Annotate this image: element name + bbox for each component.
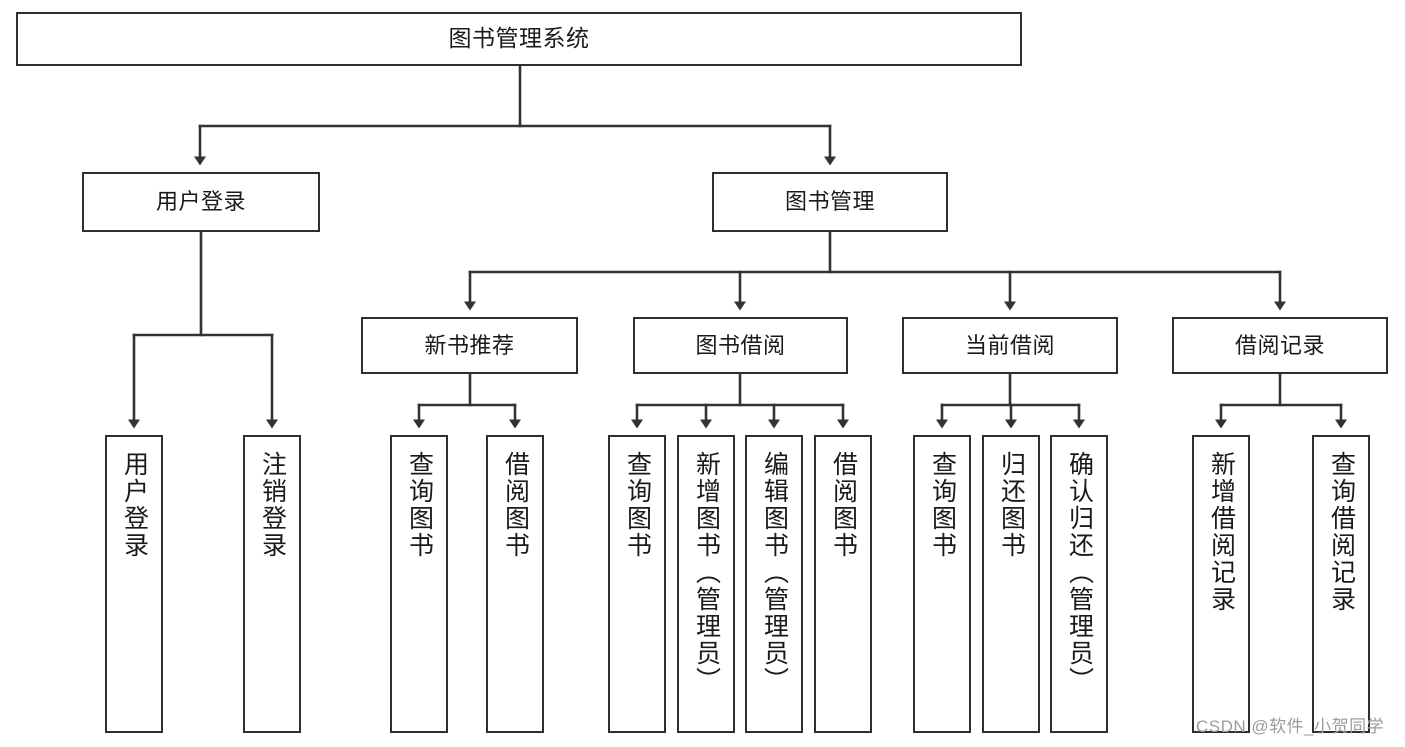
node-current-borrow[interactable]: 当前借阅 xyxy=(902,317,1118,374)
node-leaf-query-book-2[interactable]: 查询图书 xyxy=(608,435,666,733)
node-leaf-add-record[interactable]: 新增借阅记录 xyxy=(1192,435,1250,733)
node-user-login[interactable]: 用户登录 xyxy=(82,172,320,232)
node-book-manage-label: 图书管理 xyxy=(784,189,875,215)
node-leaf-return-book-label: 归还图书 xyxy=(997,451,1026,559)
node-root-label: 图书管理系统 xyxy=(448,25,590,52)
node-borrow-record[interactable]: 借阅记录 xyxy=(1172,317,1388,374)
node-current-borrow-label: 当前借阅 xyxy=(964,332,1055,358)
node-leaf-query-book-1[interactable]: 查询图书 xyxy=(390,435,448,733)
node-leaf-borrow-book-2[interactable]: 借阅图书 xyxy=(814,435,872,733)
node-leaf-confirm-return-label: 确认归还（管理员） xyxy=(1065,451,1094,694)
node-leaf-add-book[interactable]: 新增图书（管理员） xyxy=(677,435,735,733)
node-leaf-add-record-label: 新增借阅记录 xyxy=(1207,451,1236,613)
node-borrow-record-label: 借阅记录 xyxy=(1234,332,1325,358)
node-leaf-query-book-3[interactable]: 查询图书 xyxy=(913,435,971,733)
node-leaf-return-book[interactable]: 归还图书 xyxy=(982,435,1040,733)
node-leaf-query-record-label: 查询借阅记录 xyxy=(1327,451,1356,613)
node-leaf-add-book-label: 新增图书（管理员） xyxy=(692,451,721,694)
node-book-borrow[interactable]: 图书借阅 xyxy=(633,317,848,374)
node-new-book-rec[interactable]: 新书推荐 xyxy=(361,317,578,374)
node-leaf-confirm-return[interactable]: 确认归还（管理员） xyxy=(1050,435,1108,733)
node-book-manage[interactable]: 图书管理 xyxy=(712,172,948,232)
node-leaf-logout-label: 注销登录 xyxy=(258,451,287,559)
node-leaf-edit-book[interactable]: 编辑图书（管理员） xyxy=(745,435,803,733)
node-book-borrow-label: 图书借阅 xyxy=(695,332,786,358)
node-leaf-logout[interactable]: 注销登录 xyxy=(243,435,301,733)
node-leaf-user-login[interactable]: 用户登录 xyxy=(105,435,163,733)
node-leaf-query-record[interactable]: 查询借阅记录 xyxy=(1312,435,1370,733)
node-leaf-query-book-3-label: 查询图书 xyxy=(928,451,957,559)
node-leaf-query-book-1-label: 查询图书 xyxy=(405,451,434,559)
node-root[interactable]: 图书管理系统 xyxy=(16,12,1022,66)
node-user-login-label: 用户登录 xyxy=(155,189,246,215)
node-leaf-borrow-book-2-label: 借阅图书 xyxy=(829,451,858,559)
node-leaf-edit-book-label: 编辑图书（管理员） xyxy=(760,451,789,694)
node-new-book-rec-label: 新书推荐 xyxy=(424,332,515,358)
node-leaf-borrow-book-1[interactable]: 借阅图书 xyxy=(486,435,544,733)
node-leaf-borrow-book-1-label: 借阅图书 xyxy=(501,451,530,559)
node-leaf-user-login-label: 用户登录 xyxy=(120,451,149,559)
node-leaf-query-book-2-label: 查询图书 xyxy=(623,451,652,559)
